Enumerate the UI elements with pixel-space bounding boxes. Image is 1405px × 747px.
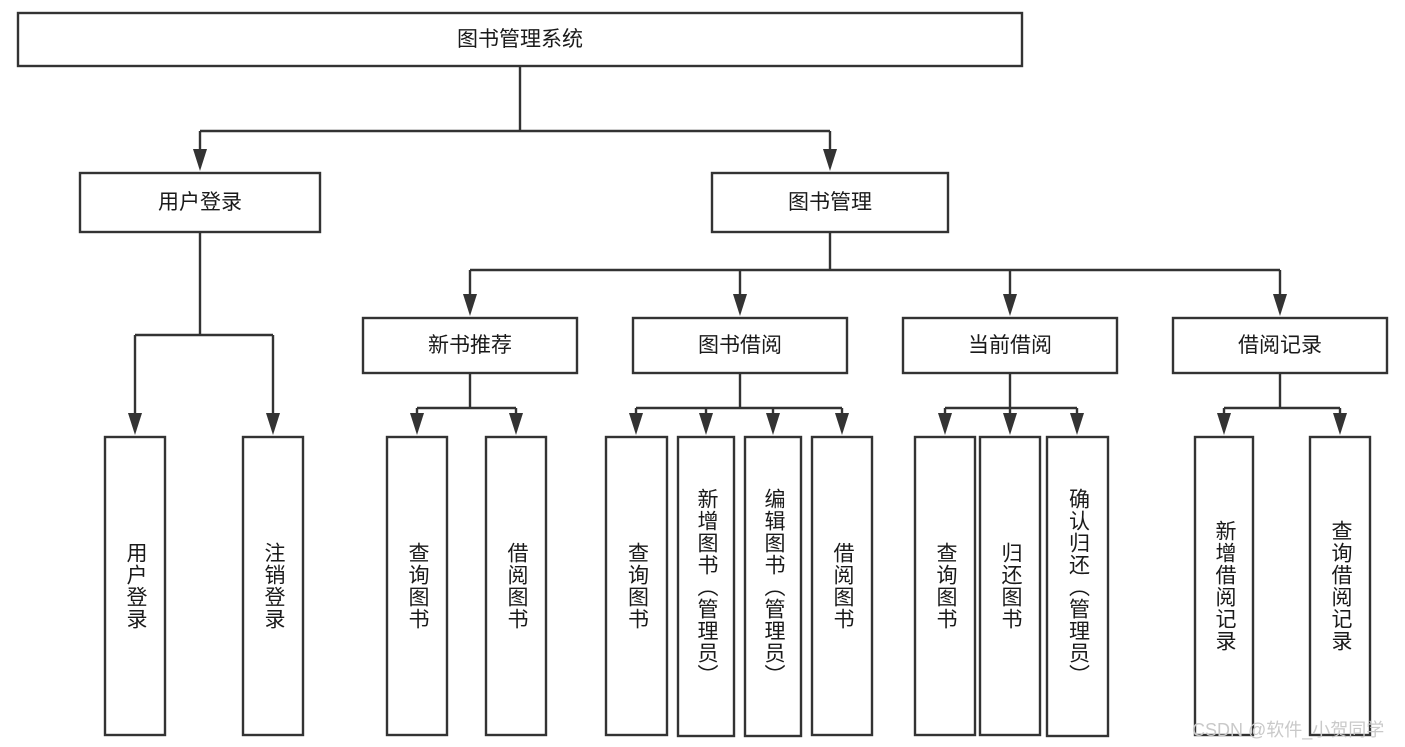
arrow-head-icon: [938, 413, 952, 435]
node-label-current-borrow: 当前借阅: [968, 334, 1052, 357]
node-box-leaf-user-login[interactable]: [103, 435, 167, 737]
node-box-book-borrow[interactable]: [631, 316, 849, 375]
node-box-new-book-rec[interactable]: [361, 316, 579, 375]
node-box-current-borrow[interactable]: [901, 316, 1119, 375]
node-label-book-manage: 图书管理: [788, 191, 872, 214]
arrow-head-icon: [1003, 413, 1017, 435]
arrow-head-icon: [1217, 413, 1231, 435]
arrow-head-icon: [823, 149, 837, 171]
node-label-leaf-user-logout: 注销登录: [262, 542, 286, 630]
arrow-head-icon: [733, 294, 747, 316]
node-label-leaf-return-book: 归还图书: [999, 542, 1023, 630]
node-label-user-login: 用户登录: [158, 191, 242, 214]
arrow-head-icon: [509, 413, 523, 435]
arrow-head-icon: [629, 413, 643, 435]
node-label-leaf-query-book-1: 查询图书: [406, 542, 430, 630]
arrow-head-icon: [766, 413, 780, 435]
node-box-leaf-query-book-1[interactable]: [385, 435, 449, 737]
node-box-leaf-borrow-book-2[interactable]: [810, 435, 874, 737]
node-label-leaf-query-book-2: 查询图书: [625, 542, 649, 630]
node-box-leaf-add-book[interactable]: [676, 435, 736, 738]
node-box-leaf-query-record[interactable]: [1308, 435, 1372, 737]
node-label-leaf-edit-book: 编辑图书（管理员）: [762, 487, 786, 686]
node-box-user-login[interactable]: [78, 171, 322, 234]
node-label-book-borrow: 图书借阅: [698, 334, 782, 357]
node-label-leaf-confirm-return: 确认归还（管理员）: [1066, 487, 1090, 686]
node-label-leaf-add-book: 新增图书（管理员）: [695, 487, 719, 686]
arrow-head-icon: [835, 413, 849, 435]
arrow-head-icon: [266, 413, 280, 435]
node-label-leaf-borrow-book-2: 借阅图书: [831, 542, 855, 630]
node-box-leaf-borrow-book-1[interactable]: [484, 435, 548, 737]
node-box-leaf-edit-book[interactable]: [743, 435, 803, 738]
node-box-layer: [16, 11, 1389, 738]
node-label-leaf-add-record: 新增借阅记录: [1213, 520, 1237, 652]
node-box-book-manage[interactable]: [710, 171, 950, 234]
arrow-head-icon: [463, 294, 477, 316]
csdn-watermark: CSDN @软件_小贺同学: [1192, 720, 1385, 740]
node-label-new-book-rec: 新书推荐: [428, 334, 512, 357]
node-box-leaf-query-book-2[interactable]: [604, 435, 669, 737]
node-box-borrow-record[interactable]: [1171, 316, 1389, 375]
node-box-leaf-user-logout[interactable]: [241, 435, 305, 737]
connector-layer: [128, 66, 1347, 435]
arrow-head-icon: [1333, 413, 1347, 435]
arrow-head-icon: [410, 413, 424, 435]
node-box-leaf-return-book[interactable]: [978, 435, 1042, 737]
node-label-borrow-record: 借阅记录: [1238, 334, 1322, 357]
arrow-head-icon: [1070, 413, 1084, 435]
arrow-head-icon: [1273, 294, 1287, 316]
node-box-leaf-query-book-3[interactable]: [913, 435, 977, 737]
node-box-leaf-add-record[interactable]: [1193, 435, 1255, 737]
node-box-undefined[interactable]: [16, 11, 1024, 68]
node-label-leaf-borrow-book-1: 借阅图书: [505, 542, 529, 630]
arrow-head-icon: [1003, 294, 1017, 316]
node-box-leaf-confirm-return[interactable]: [1045, 435, 1110, 738]
node-label-leaf-query-book-3: 查询图书: [934, 542, 958, 630]
node-label-leaf-query-record: 查询借阅记录: [1329, 520, 1353, 652]
arrow-head-icon: [193, 149, 207, 171]
node-label-leaf-user-login: 用户登录: [124, 542, 148, 630]
arrow-head-icon: [128, 413, 142, 435]
node-label-undefined: 图书管理系统: [457, 28, 583, 51]
arrow-head-icon: [699, 413, 713, 435]
